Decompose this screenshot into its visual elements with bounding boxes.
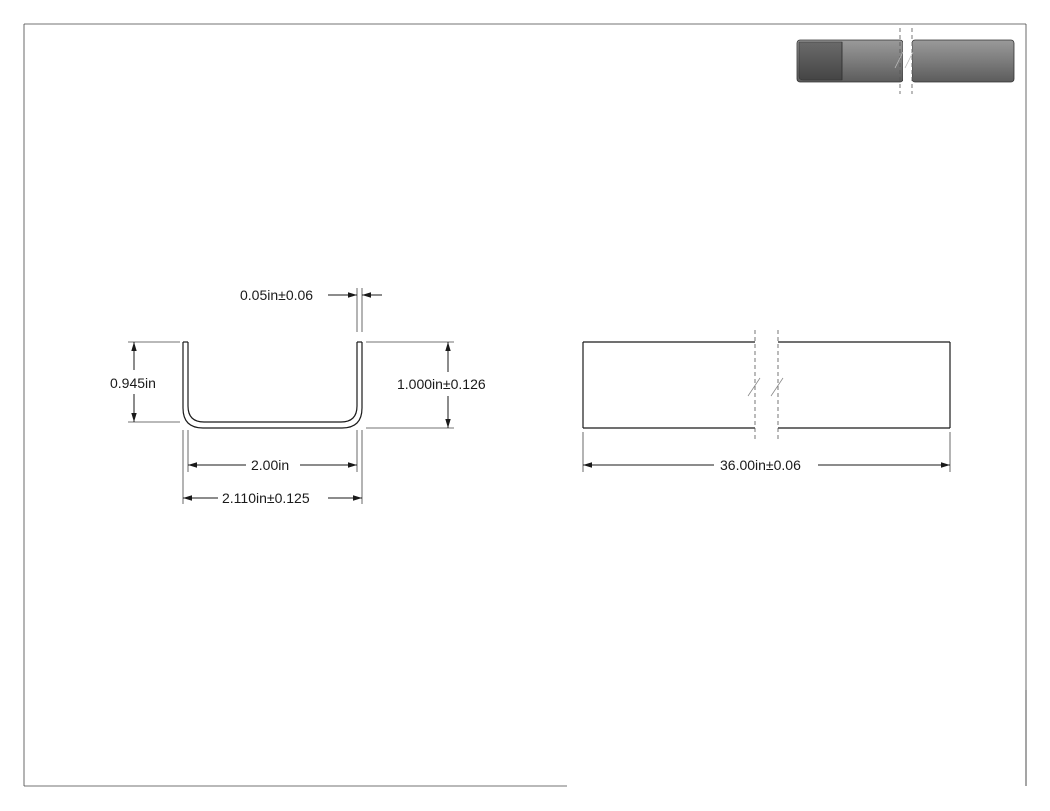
outer-width-dimension: 2.110in±0.125 (182, 430, 363, 506)
outer-width-label: 2.110in±0.125 (222, 490, 310, 506)
isometric-render (796, 28, 1015, 94)
inner-width-dimension: 2.00in (187, 430, 358, 473)
thickness-dimension: 0.05in±0.06 (240, 287, 382, 332)
sheet-border (23, 23, 1027, 787)
inner-height-dimension: 0.945in (110, 341, 180, 423)
length-dimension: 36.00in±0.06 (582, 432, 951, 473)
thickness-label: 0.05in±0.06 (240, 287, 313, 303)
side-view (582, 330, 951, 440)
inner-height-label: 0.945in (110, 375, 156, 391)
length-label: 36.00in±0.06 (720, 457, 801, 473)
break-symbol (747, 377, 784, 397)
inner-width-label: 2.00in (251, 457, 289, 473)
outer-height-dimension: 1.000in±0.126 (366, 341, 486, 429)
channel-profile (182, 341, 363, 429)
outer-height-label: 1.000in±0.126 (397, 376, 486, 392)
